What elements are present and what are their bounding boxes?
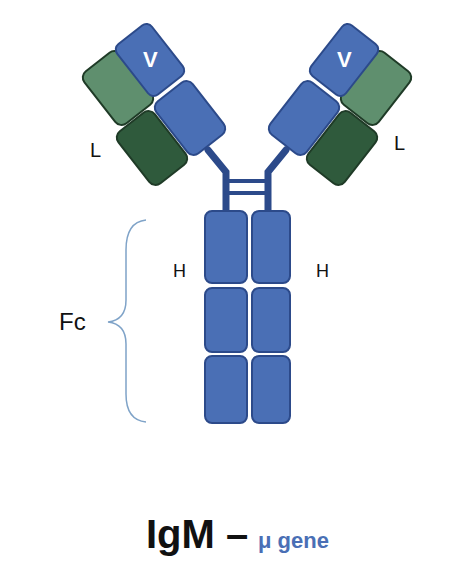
region-label: Fc — [59, 308, 86, 336]
fc-brace — [108, 220, 146, 422]
heavy-chain-stem — [205, 211, 290, 423]
chain-label: H — [173, 261, 186, 282]
chain-label: H — [316, 261, 329, 282]
hinge — [208, 150, 286, 212]
antibody-name: IgM – — [146, 512, 248, 557]
domain-label: V — [337, 47, 352, 73]
gene-name: μ gene — [258, 528, 329, 554]
domain-label: V — [143, 47, 158, 73]
chain-label: L — [394, 132, 405, 155]
chain-label: L — [90, 139, 101, 162]
